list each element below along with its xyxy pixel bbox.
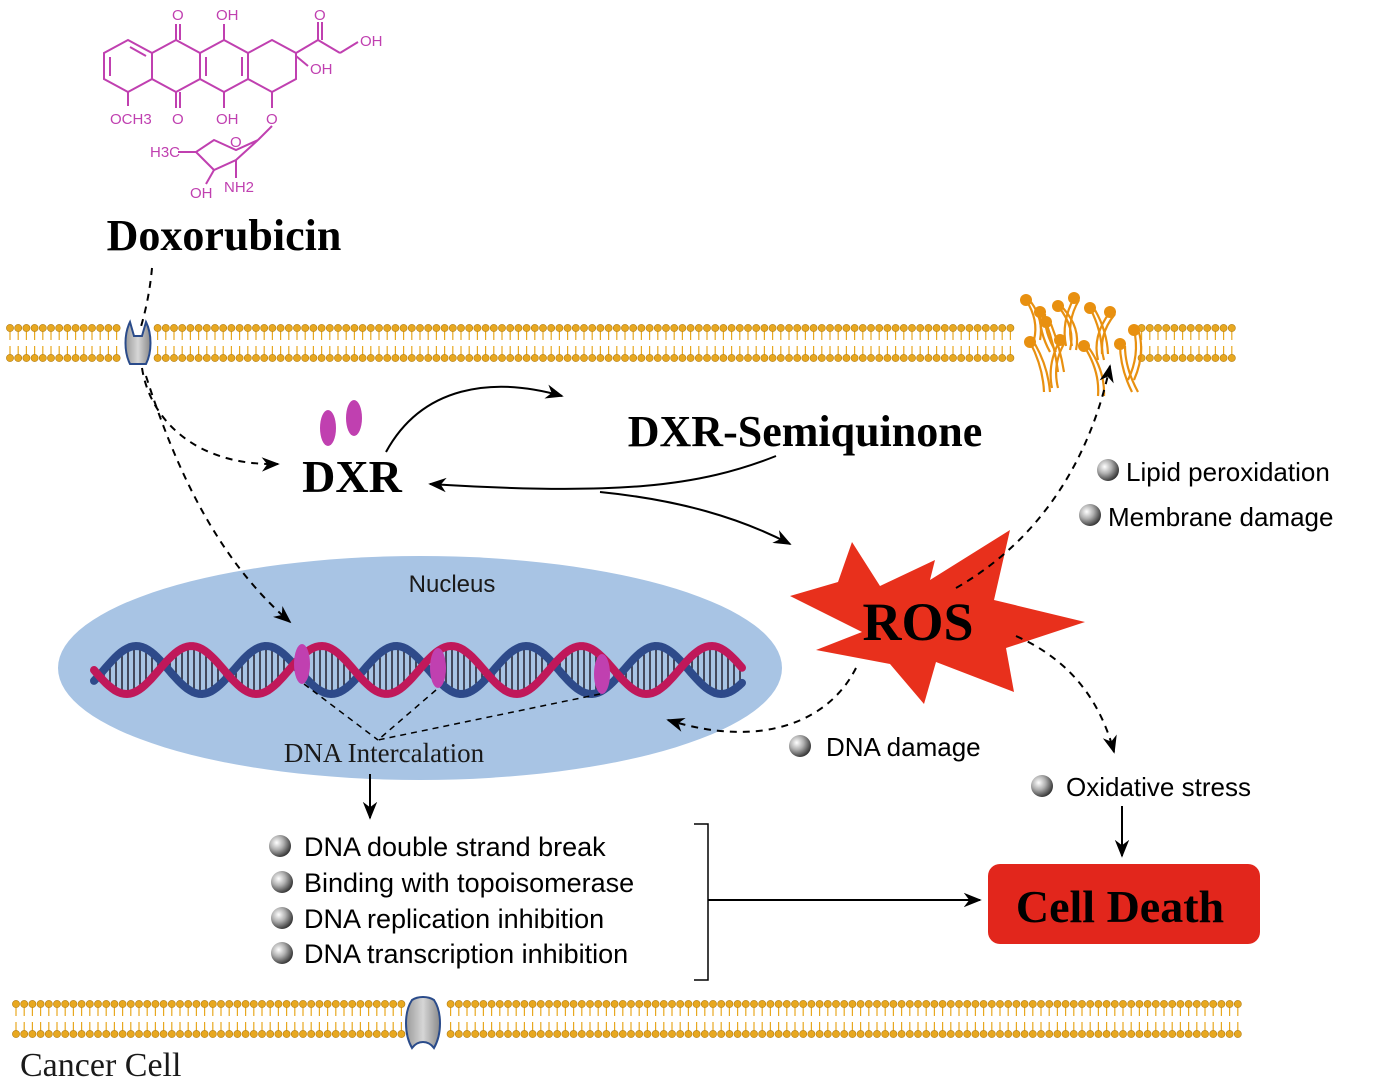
bullet-icon <box>1097 459 1119 481</box>
atom-label: O <box>314 7 326 24</box>
atom-label: O <box>230 134 242 151</box>
pathway-arrows <box>139 267 1130 981</box>
atom-label: OH <box>310 61 333 78</box>
bullet-icon <box>271 907 293 929</box>
cancer-cell-label: Cancer Cell <box>20 1047 181 1084</box>
cell-death-box <box>988 864 1260 944</box>
arrow-semiquinone-to-dxr <box>428 455 777 493</box>
intercalation-label: DNA Intercalation <box>284 738 485 768</box>
bullet-icon <box>271 871 293 893</box>
doxorubicin-structure-labels: O OH O OH OH OCH3 O OH O H3C O OH NH2 <box>110 7 383 202</box>
drug-name: Doxorubicin <box>107 211 342 260</box>
bullet-icon <box>1031 775 1053 797</box>
bullet-icon <box>1079 504 1101 526</box>
arrow-drug-entry <box>139 267 153 331</box>
doxorubicin-structure <box>103 22 359 185</box>
atom-label: OH <box>190 185 213 202</box>
effect-item: DNA replication inhibition <box>304 904 604 934</box>
effect-item: Oxidative stress <box>1066 772 1251 802</box>
atom-label: O <box>172 7 184 24</box>
arrow-dxr-to-semiquinone <box>385 384 564 453</box>
bullet-icon <box>789 735 811 757</box>
ros-stress-effect: Oxidative stress <box>1031 772 1251 802</box>
effect-item: DNA double strand break <box>304 832 606 862</box>
arrow-channel-to-dxr <box>141 367 280 472</box>
peroxidized-lipids <box>1020 292 1143 397</box>
arrow-ros-to-stress <box>1015 635 1117 754</box>
membrane-channel-top <box>124 319 152 365</box>
nucleus-label: Nucleus <box>409 571 496 598</box>
atom-label: O <box>172 111 184 128</box>
atom-label: NH2 <box>224 179 254 196</box>
ros-label: ROS <box>862 592 973 652</box>
intercalation-pointers <box>303 683 601 741</box>
effect-item: Lipid peroxidation <box>1126 457 1330 487</box>
intercalated-drug <box>294 644 610 694</box>
membrane-channel-bottom <box>405 996 441 1050</box>
ros-membrane-effects: Lipid peroxidation Membrane damage <box>1079 457 1333 532</box>
ros-dna-effect: DNA damage <box>789 732 981 762</box>
semiquinone-label: DXR-Semiquinone <box>628 407 983 456</box>
bullet-icon <box>269 835 291 857</box>
cell-death-label: Cell Death <box>1016 881 1224 932</box>
dxr-label: DXR <box>302 451 402 502</box>
atom-label: OH <box>216 7 239 24</box>
atom-label: OCH3 <box>110 111 152 128</box>
effect-item: Binding with topoisomerase <box>304 868 634 898</box>
dxr-molecules <box>320 400 362 446</box>
cell-membrane-top <box>6 324 1236 362</box>
effects-bracket <box>694 823 709 981</box>
bullet-icon <box>271 942 293 964</box>
effect-item: DNA transcription inhibition <box>304 939 628 969</box>
atom-label: OH <box>360 33 383 50</box>
atom-label: OH <box>216 111 239 128</box>
ros-burst <box>790 530 1085 704</box>
cell-membrane-bottom <box>12 1000 1242 1038</box>
effect-item: DNA damage <box>826 732 981 762</box>
arrow-to-ros <box>599 491 792 545</box>
atom-label: O <box>266 111 278 128</box>
effect-item: Membrane damage <box>1108 502 1333 532</box>
intercalation-effects: DNA double strand break Binding with top… <box>269 832 634 969</box>
atom-label: H3C <box>150 144 180 161</box>
arrow-channel-to-nucleus <box>145 375 292 624</box>
